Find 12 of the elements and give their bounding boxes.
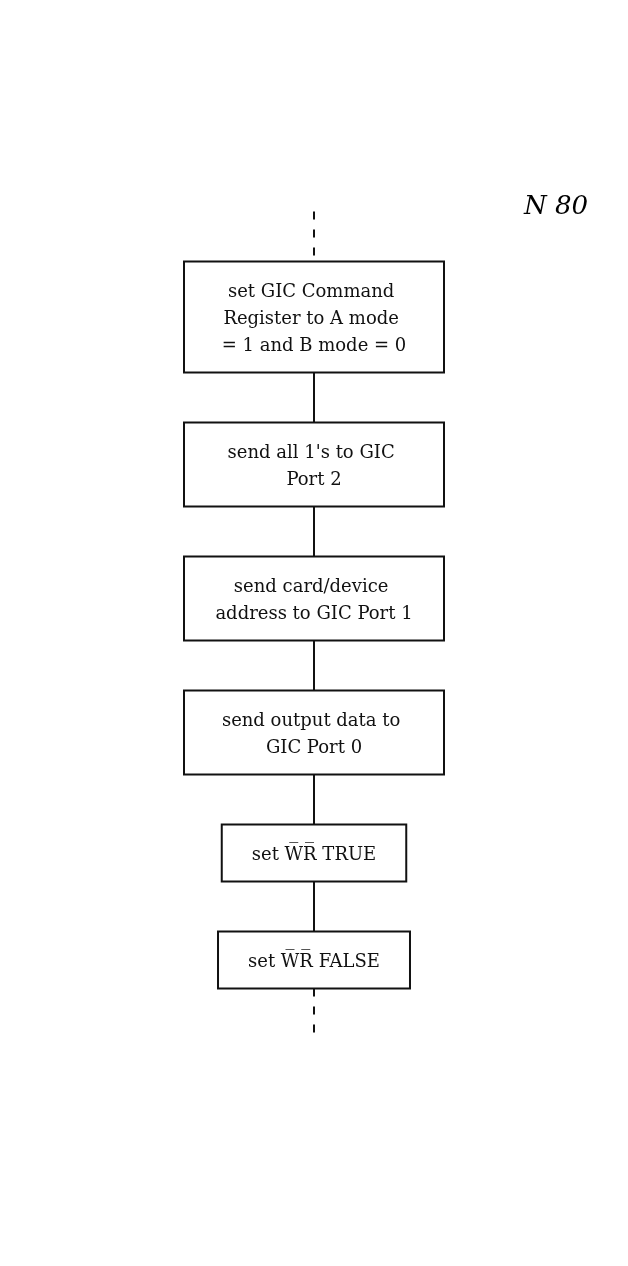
node-box: set W̅R̅ TRUE (220, 823, 408, 883)
connector (313, 505, 315, 558)
node-box: send card/device address to GIC Port 1 (183, 555, 445, 642)
connector (313, 371, 315, 424)
node-box: send output data to GIC Port 0 (183, 689, 445, 776)
node-box: send all 1's to GIC Port 2 (183, 421, 445, 508)
connector (313, 880, 315, 933)
handwritten-note: N 80 (523, 190, 588, 220)
connector (313, 773, 315, 826)
connector (313, 639, 315, 692)
node-box: set W̅R̅ FALSE (217, 930, 411, 990)
node-box: set GIC Command Register to A mode = 1 and B mode = 0 (183, 260, 445, 374)
